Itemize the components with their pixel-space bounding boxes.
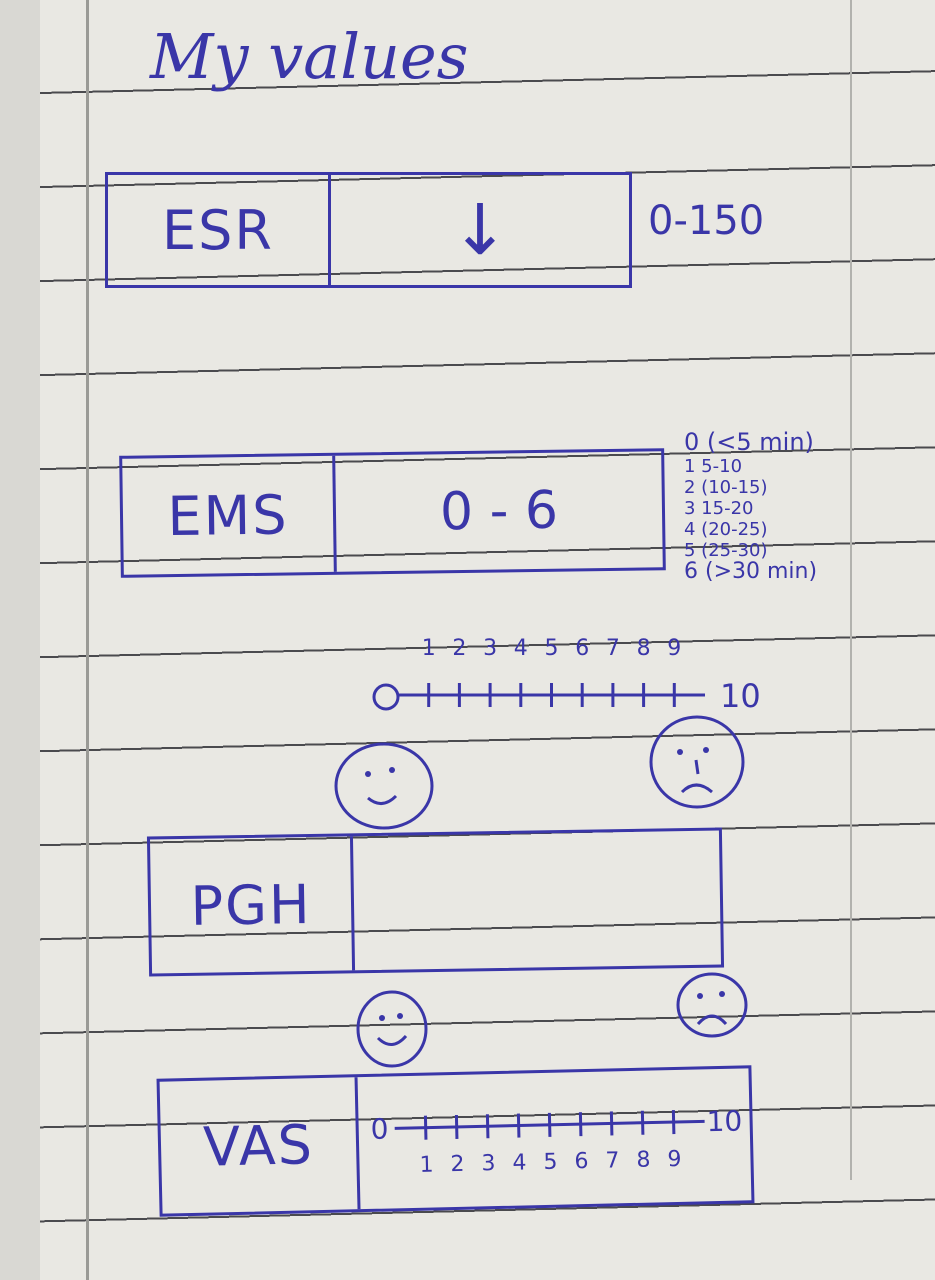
scale-tick xyxy=(609,1111,613,1136)
scale-tick-label: 6 xyxy=(575,636,589,661)
scale-tick-label: 3 xyxy=(483,636,497,661)
scale-tick-label: 8 xyxy=(637,636,651,661)
margin-line xyxy=(86,0,89,1280)
ems-value: 0 - 6 xyxy=(439,480,559,543)
esr-label: ESR xyxy=(108,175,331,285)
scale-tick xyxy=(547,1112,551,1137)
esr-value: ↓ xyxy=(331,175,629,285)
pgh-scale-zero-mark xyxy=(372,683,400,711)
scale-tick xyxy=(485,1114,489,1139)
scale-tick-label: 1 xyxy=(422,636,436,661)
ems-legend-item: 3 15-20 xyxy=(684,498,754,519)
pgh-row: PGH xyxy=(146,827,725,977)
scale-tick xyxy=(640,1110,644,1135)
vas-scale-start: 0 xyxy=(370,1113,389,1146)
sad-face-icon xyxy=(676,972,748,1038)
scale-tick-label: 1 xyxy=(419,1153,434,1178)
scale-tick-label: 3 xyxy=(481,1151,496,1176)
scale-tick-label: 5 xyxy=(543,1150,558,1175)
scale-tick-label: 6 xyxy=(574,1149,589,1174)
scale-tick xyxy=(578,1112,582,1137)
notebook-page xyxy=(40,0,935,1280)
scale-tick xyxy=(423,1115,427,1140)
happy-face-icon xyxy=(356,990,428,1068)
scale-tick-label: 2 xyxy=(450,1152,465,1177)
vas-scale-end: 10 xyxy=(706,1105,742,1139)
scale-tick xyxy=(516,1113,520,1138)
scale-tick xyxy=(671,1110,675,1135)
vas-label: VAS xyxy=(159,1077,361,1214)
ems-legend-item: 5 (25-30) xyxy=(684,540,768,561)
ems-legend: 0 (<5 min) 1 5-10 2 (10-15) 3 15-20 4 (2… xyxy=(684,428,818,584)
ems-legend-item: 6 (>30 min) xyxy=(684,559,818,584)
scale-tick-label: 5 xyxy=(545,636,559,661)
scale-tick-label: 7 xyxy=(605,1148,620,1173)
pgh-label: PGH xyxy=(149,836,356,974)
ems-legend-item: 0 (<5 min) xyxy=(684,428,814,456)
scale-tick-label: 8 xyxy=(636,1148,651,1173)
scale-tick-label: 9 xyxy=(667,1147,682,1172)
pgh-value-box[interactable] xyxy=(353,831,721,971)
pgh-scale-end: 10 xyxy=(720,677,761,715)
ems-legend-item: 1 5-10 xyxy=(684,456,743,477)
ems-legend-item: 4 (20-25) xyxy=(684,519,768,540)
ems-legend-item: 2 (10-15) xyxy=(684,477,768,498)
scale-tick-label: 9 xyxy=(667,636,681,661)
scale-tick-label: 4 xyxy=(514,636,528,661)
happy-face-icon xyxy=(334,742,434,830)
scale-tick-label: 2 xyxy=(452,636,466,661)
scale-tick xyxy=(454,1114,458,1140)
down-arrow-icon: ↓ xyxy=(450,189,510,271)
page-title: My values xyxy=(150,20,469,93)
scale-tick-label: 7 xyxy=(606,636,620,661)
esr-range: 0-150 xyxy=(648,198,765,244)
scale-tick-label: 4 xyxy=(512,1150,527,1175)
ems-label: EMS xyxy=(122,455,337,575)
right-margin-line xyxy=(850,0,852,1180)
esr-row: ESR ↓ xyxy=(105,172,632,288)
sad-face-icon xyxy=(649,715,745,809)
ems-row: EMS 0 - 6 xyxy=(119,448,666,578)
